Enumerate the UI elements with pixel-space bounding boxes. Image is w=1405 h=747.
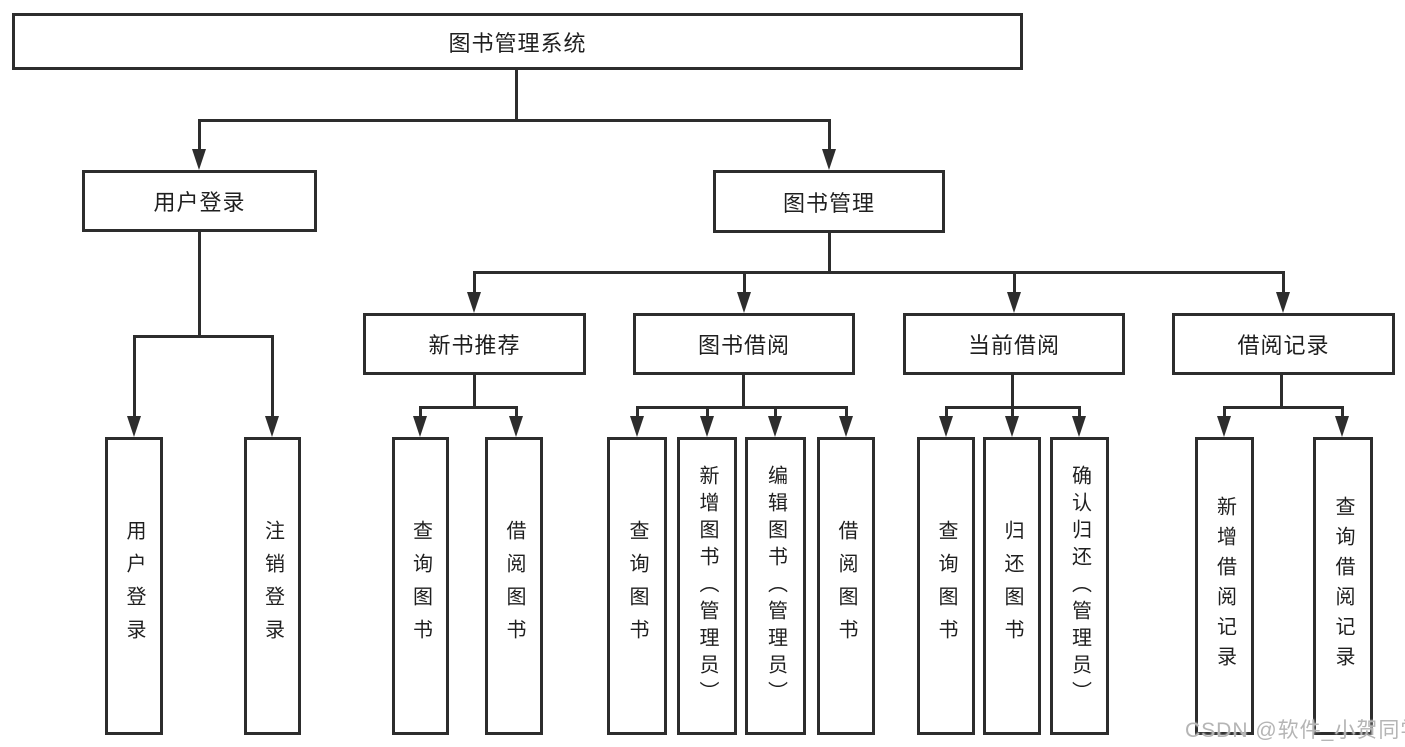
leaf-recommend-query-books: 查询图书 (392, 437, 449, 735)
leaf-current-query-books: 查询图书 (917, 437, 975, 735)
arrowhead-down-icon (413, 416, 427, 437)
node-label: 新增图书（管理员） (696, 464, 718, 708)
edge-drop (515, 406, 518, 419)
leaf-borrow-books: 借阅图书 (817, 437, 875, 735)
arrowhead-down-icon (1007, 292, 1021, 313)
arrowhead-down-icon (192, 149, 206, 170)
csdn-watermark: CSDN @软件_小贺同学 (1185, 719, 1405, 742)
edge-new-book-stem (473, 375, 476, 409)
arrowhead-down-icon (737, 292, 751, 313)
node-label: 借阅图书 (503, 520, 525, 652)
leaf-confirm-return-admin: 确认归还（管理员） (1050, 437, 1109, 735)
node-user-login: 用户登录 (82, 170, 317, 232)
arrowhead-down-icon (127, 416, 141, 437)
leaf-query-borrow-record: 查询借阅记录 (1313, 437, 1373, 735)
edge-drop (774, 406, 777, 419)
edge-user-login-rail (133, 335, 274, 338)
node-label: 新书推荐 (428, 333, 521, 358)
edge-to-borrow-records (1282, 271, 1285, 295)
edge-to-book-borrow (743, 271, 746, 295)
arrowhead-down-icon (1276, 292, 1290, 313)
leaf-edit-books-admin: 编辑图书（管理员） (745, 437, 806, 735)
arrowhead-down-icon (939, 416, 953, 437)
arrowhead-down-icon (265, 416, 279, 437)
node-label: 用户登录 (153, 190, 246, 215)
node-library-system: 图书管理系统 (12, 13, 1023, 70)
edge-book-borrow-rail (636, 406, 848, 409)
edge-drop (706, 406, 709, 419)
edge-to-new-book (473, 271, 476, 295)
node-label: 借阅图书 (835, 520, 857, 652)
node-label: 注销登录 (261, 520, 284, 652)
edge-current-borrow-stem (1011, 375, 1014, 409)
node-new-book-recommend: 新书推荐 (363, 313, 586, 375)
edge-drop (636, 406, 639, 419)
arrowhead-down-icon (822, 149, 836, 170)
leaf-add-borrow-record: 新增借阅记录 (1195, 437, 1254, 735)
node-label: 归还图书 (1001, 520, 1023, 652)
edge-to-login-leaf (133, 335, 136, 419)
leaf-return-books: 归还图书 (983, 437, 1041, 735)
edge-drop (845, 406, 848, 419)
node-label: 图书管理系统 (448, 30, 587, 56)
arrowhead-down-icon (509, 416, 523, 437)
node-label: 编辑图书（管理员） (764, 464, 787, 708)
arrowhead-down-icon (768, 416, 782, 437)
node-label: 查询图书 (935, 520, 957, 652)
edge-drop (945, 406, 948, 419)
node-label: 查询图书 (626, 520, 648, 652)
leaf-logout: 注销登录 (244, 437, 301, 735)
edge-user-login-stem (198, 232, 201, 338)
edge-book-mgmt-rail (473, 271, 1285, 274)
edge-root-stem (515, 70, 518, 121)
edge-to-logout-leaf (271, 335, 274, 419)
leaf-add-books-admin: 新增图书（管理员） (677, 437, 737, 735)
edge-drop (1341, 406, 1344, 419)
arrowhead-down-icon (467, 292, 481, 313)
leaf-recommend-borrow-books: 借阅图书 (485, 437, 543, 735)
leaf-borrow-query-books: 查询图书 (607, 437, 667, 735)
edge-new-book-rail (419, 406, 518, 409)
edge-drop (1078, 406, 1081, 419)
edge-to-book-management (828, 119, 831, 152)
node-borrow-records: 借阅记录 (1172, 313, 1395, 375)
edge-drop (1223, 406, 1226, 419)
arrowhead-down-icon (1335, 416, 1349, 437)
arrowhead-down-icon (630, 416, 644, 437)
edge-book-borrow-stem (742, 375, 745, 409)
edge-to-current-borrow (1013, 271, 1016, 295)
arrowhead-down-icon (1072, 416, 1086, 437)
edge-root-rail (198, 119, 831, 122)
node-label: 图书管理 (782, 190, 875, 216)
arrowhead-down-icon (700, 416, 714, 437)
arrowhead-down-icon (1217, 416, 1231, 437)
edge-book-mgmt-stem (828, 233, 831, 274)
node-label: 图书借阅 (697, 333, 790, 358)
node-label: 借阅记录 (1237, 333, 1330, 358)
edge-drop (1011, 406, 1014, 419)
node-book-management: 图书管理 (713, 170, 945, 233)
node-label: 用户登录 (123, 520, 145, 652)
edge-to-user-login (198, 119, 201, 152)
node-book-borrow: 图书借阅 (633, 313, 855, 375)
arrowhead-down-icon (839, 416, 853, 437)
node-label: 确认归还（管理员） (1068, 464, 1091, 708)
node-current-borrow: 当前借阅 (903, 313, 1125, 375)
node-label: 查询借阅记录 (1332, 496, 1354, 676)
edge-borrow-records-stem (1280, 375, 1283, 409)
node-label: 查询图书 (409, 520, 432, 652)
arrowhead-down-icon (1005, 416, 1019, 437)
node-label: 当前借阅 (967, 333, 1060, 358)
edge-drop (419, 406, 422, 419)
node-label: 新增借阅记录 (1213, 496, 1236, 676)
edge-borrow-records-rail (1223, 406, 1344, 409)
leaf-user-login: 用户登录 (105, 437, 163, 735)
